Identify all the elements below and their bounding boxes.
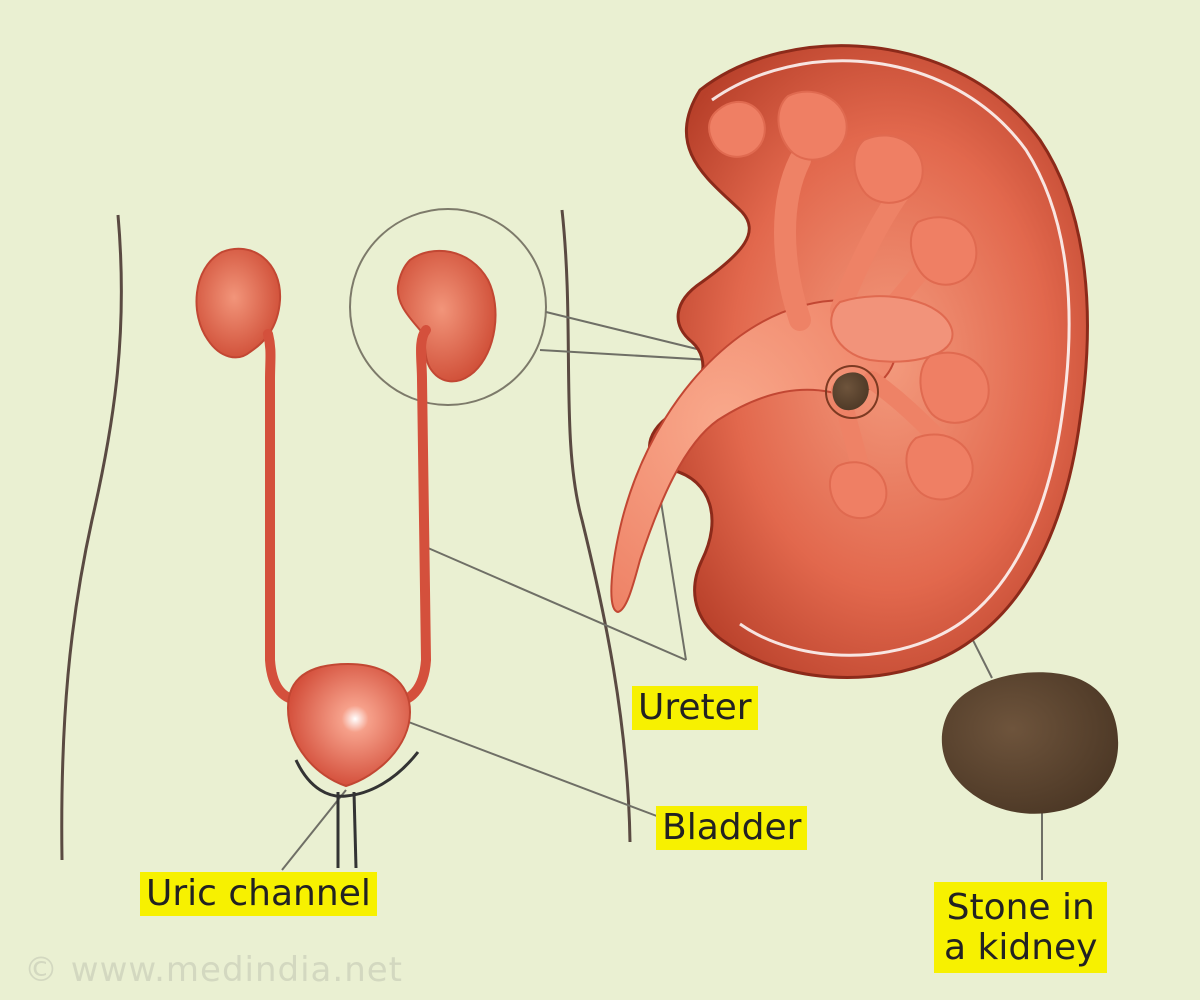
label-stone-line2: a kidney — [944, 927, 1098, 969]
calyx-branch-1 — [774, 149, 811, 331]
pyramid-2 — [777, 90, 848, 161]
body-outline-left — [60, 214, 123, 861]
bladder-leader — [397, 717, 663, 819]
stone-ring — [825, 365, 879, 419]
pyramid-7 — [905, 433, 974, 501]
pyramid-3 — [853, 134, 924, 204]
label-ureter: Ureter — [632, 686, 758, 731]
pyramid-6 — [919, 351, 990, 424]
small-kidney-right — [396, 249, 497, 383]
watermark-text: © www.medindia.net — [24, 950, 404, 990]
magnifier-circle — [349, 208, 547, 406]
pyramid-1 — [708, 100, 766, 158]
ureter-right — [387, 325, 432, 707]
small-kidney-left — [195, 247, 282, 359]
pyramid-4 — [909, 216, 978, 286]
ureter-leader-1 — [427, 547, 687, 661]
bladder — [286, 662, 412, 788]
label-stone-line1: Stone in — [946, 887, 1095, 928]
stone-in-kidney — [832, 372, 869, 411]
uric-channel-leader — [281, 789, 347, 871]
large-kidney-capsule — [711, 59, 1071, 657]
pyramid-8 — [829, 461, 888, 519]
stone-enlarged — [941, 672, 1119, 814]
ureter-left — [263, 329, 305, 705]
label-uric-channel: Uric channel — [140, 872, 377, 917]
label-bladder: Bladder — [656, 806, 808, 851]
body-outline-right — [560, 209, 632, 843]
label-stone-in-kidney: Stone in a kidney — [934, 882, 1108, 973]
pelvic-outline — [294, 751, 420, 798]
uric-channel-right — [352, 791, 358, 869]
renal-pyramids — [708, 90, 990, 519]
